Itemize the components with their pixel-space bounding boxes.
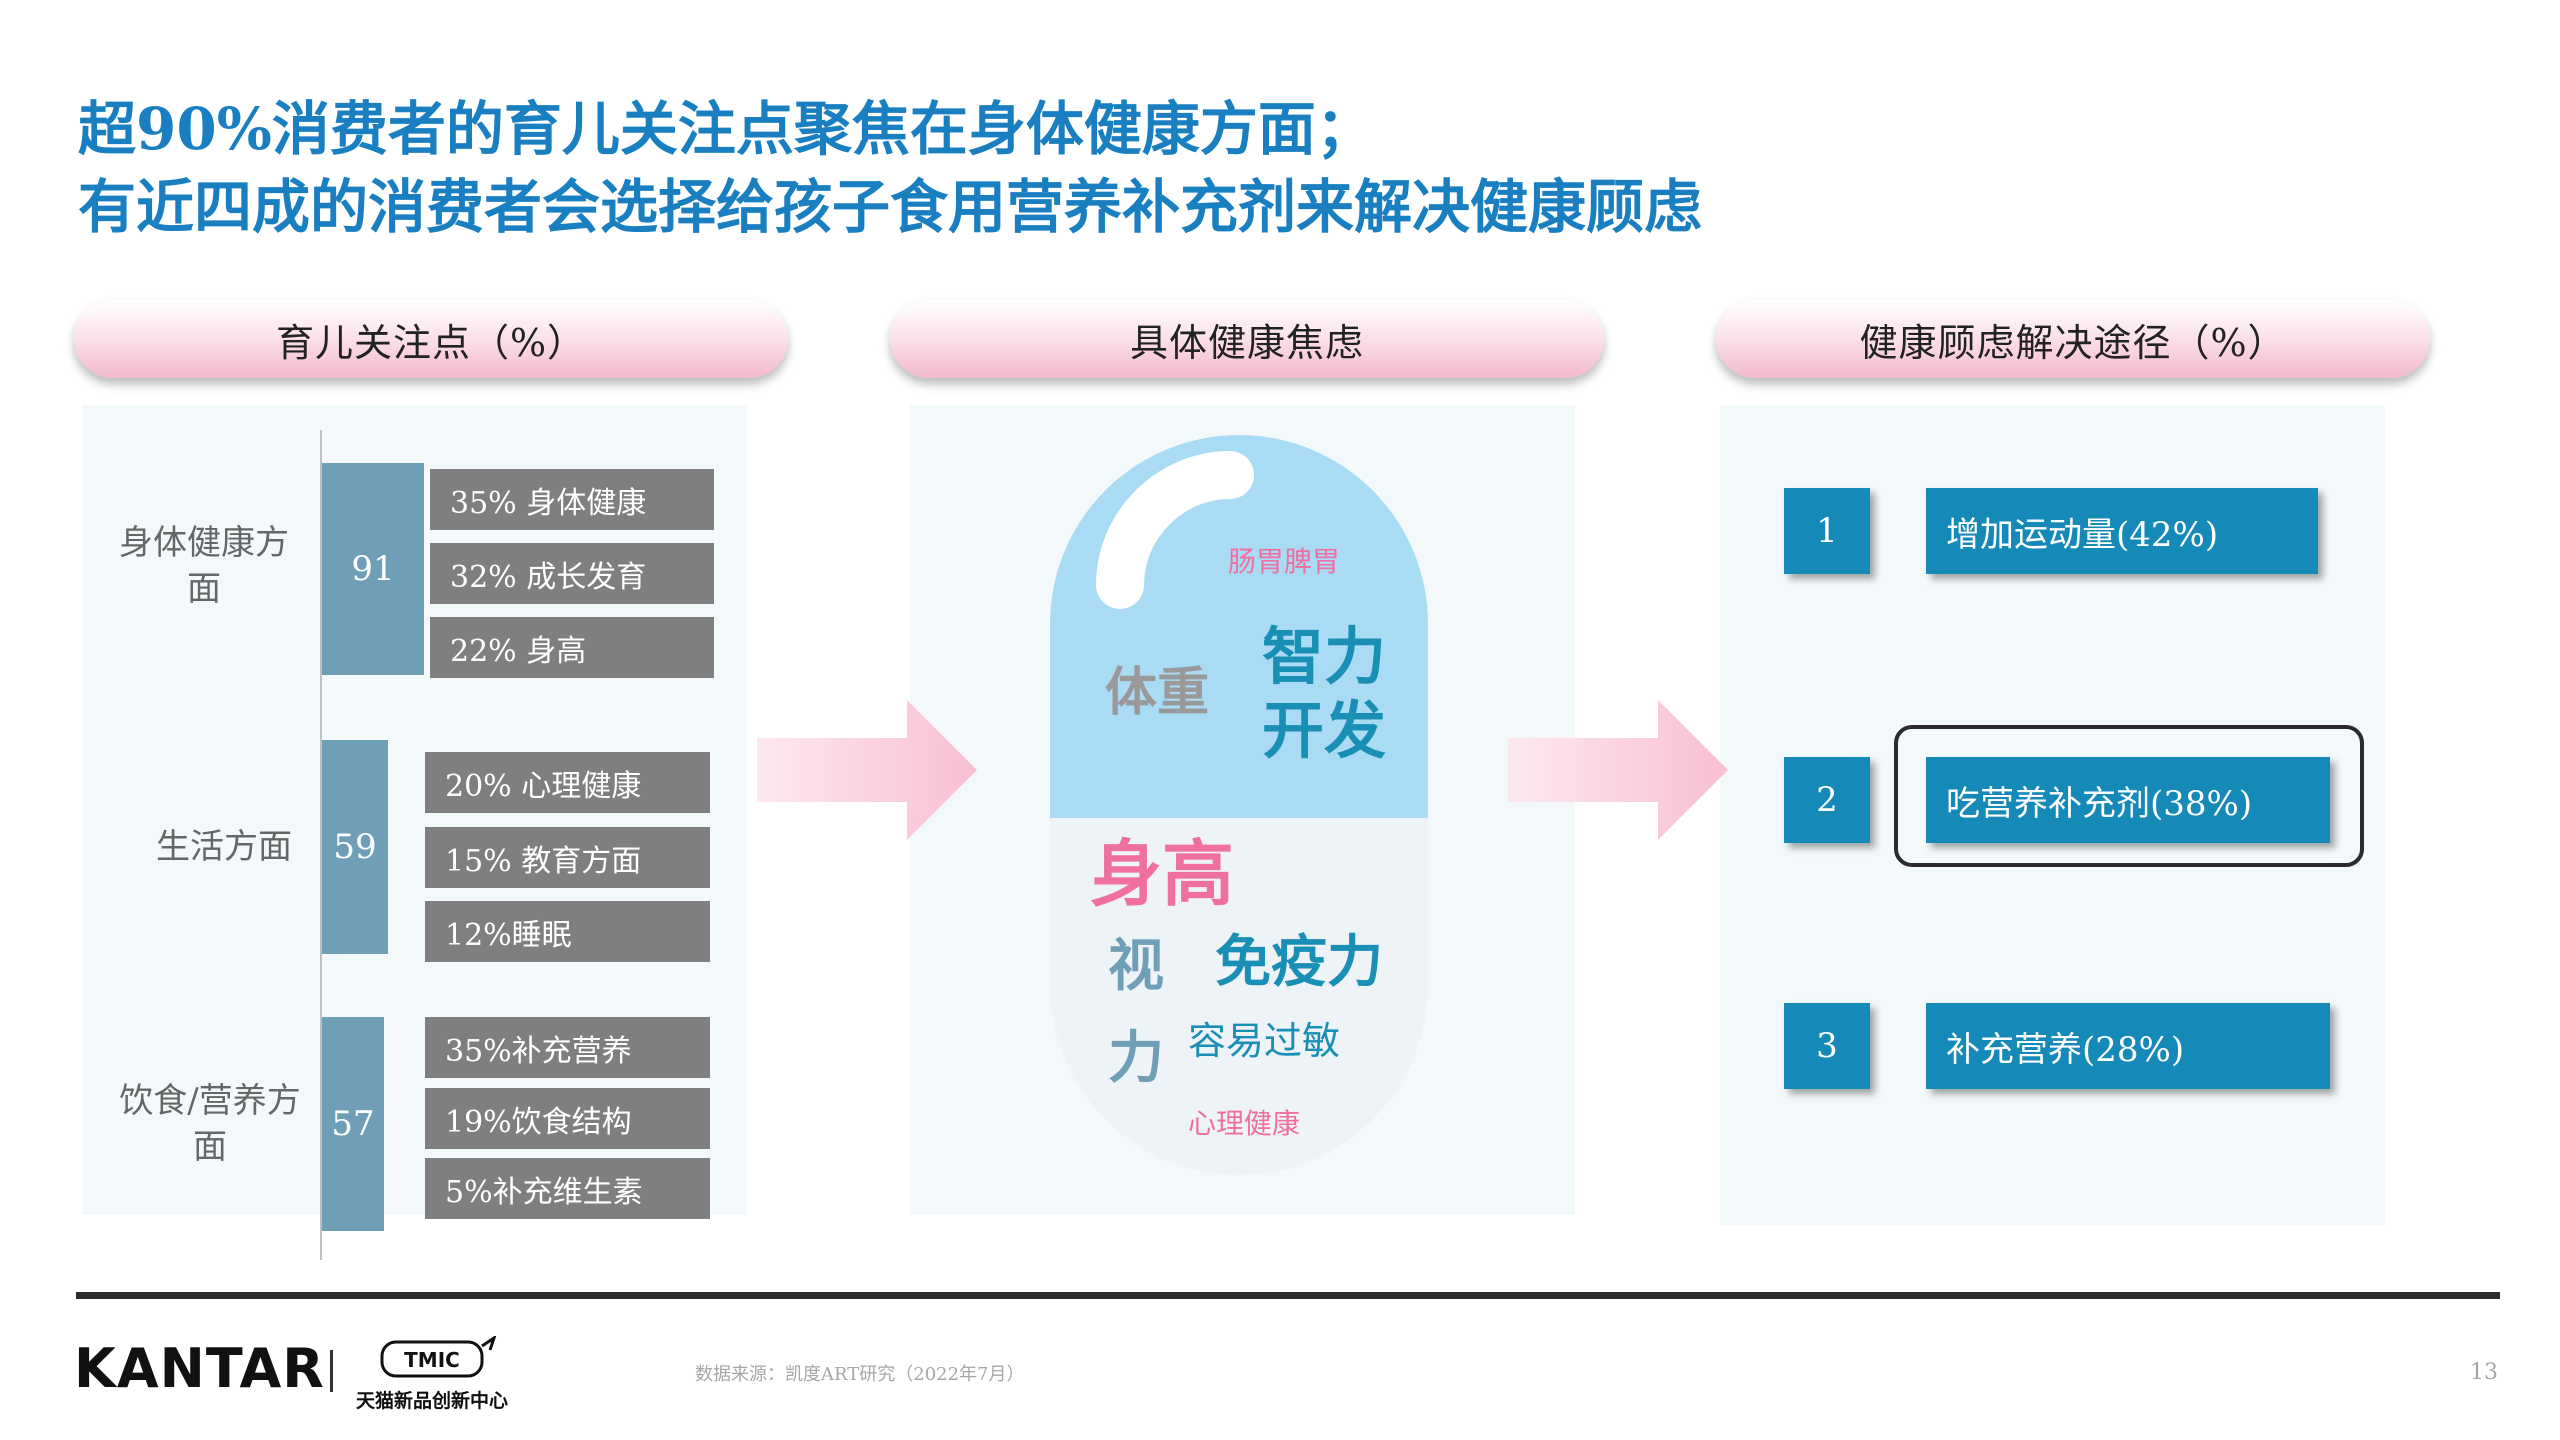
header-anxieties-label: 具体健康焦虑 bbox=[1129, 320, 1364, 365]
anxiety-weight: 体重 bbox=[1105, 662, 1210, 723]
title-line-2: 有近四成的消费者会选择给孩子食用营养补充剂来解决健康顾虑 bbox=[78, 173, 1703, 241]
data-source: 数据来源：凯度ART研究（2022年7月） bbox=[695, 1364, 1025, 1385]
tmic-caption: 天猫新品创新中心 bbox=[356, 1390, 509, 1412]
capsule-pill bbox=[1050, 435, 1428, 1175]
anxiety-intelligence: 智力开发 bbox=[1262, 620, 1387, 767]
anxiety-mental: 心理健康 bbox=[1188, 1107, 1301, 1140]
header-solutions-label: 健康顾虑解决途径（%） bbox=[1859, 320, 2287, 365]
arrow-right-icon bbox=[757, 700, 977, 840]
solution-number: 1 bbox=[1784, 488, 1870, 574]
concern-item: 19%饮食结构 bbox=[425, 1088, 710, 1149]
anxiety-immunity: 免疫力 bbox=[1215, 929, 1383, 995]
category-value: 59 bbox=[333, 827, 377, 867]
solution-number-text: 2 bbox=[1816, 780, 1838, 820]
header-solutions: 健康顾虑解决途径（%） bbox=[1716, 300, 2430, 378]
arrow-right-icon bbox=[1508, 700, 1728, 840]
solution-number: 2 bbox=[1784, 757, 1870, 843]
header-concerns-label: 育儿关注点（%） bbox=[275, 320, 587, 365]
concern-item: 5%补充维生素 bbox=[425, 1158, 710, 1219]
concern-item: 35%补充营养 bbox=[425, 1017, 710, 1078]
tmic-logo: TMIC 天猫新品创新中心 bbox=[356, 1336, 509, 1412]
anxiety-vision: 视力 bbox=[1108, 933, 1164, 1091]
solution-item: 补充营养(28%) bbox=[1926, 1003, 2330, 1089]
solution-number-text: 3 bbox=[1816, 1026, 1838, 1066]
category-label: 身体健康方面 bbox=[119, 523, 289, 609]
header-anxieties: 具体健康焦虑 bbox=[890, 300, 1604, 378]
page-number: 13 bbox=[2470, 1360, 2498, 1385]
solution-item: 增加运动量(42%) bbox=[1926, 488, 2318, 574]
footer-rule bbox=[76, 1292, 2500, 1299]
concern-item: 15% 教育方面 bbox=[425, 827, 710, 888]
header-concerns: 育儿关注点（%） bbox=[74, 300, 788, 378]
concern-item: 35% 身体健康 bbox=[430, 469, 714, 530]
category-value: 57 bbox=[331, 1104, 375, 1144]
anxiety-gut: 肠胃脾胃 bbox=[1228, 545, 1341, 578]
kantar-logo: KANTAR bbox=[74, 1337, 325, 1400]
category-value-bar: 57 bbox=[322, 1017, 384, 1231]
concern-item: 22% 身高 bbox=[430, 617, 714, 678]
concern-item: 32% 成长发育 bbox=[430, 543, 714, 604]
category-value-bar: 91 bbox=[322, 463, 424, 675]
anxiety-height: 身高 bbox=[1090, 831, 1235, 916]
anxiety-allergy: 容易过敏 bbox=[1188, 1019, 1341, 1063]
tmic-logo-text: TMIC bbox=[404, 1348, 460, 1372]
highlight-frame bbox=[1894, 725, 2364, 867]
category-value-bar: 59 bbox=[322, 740, 388, 954]
category-value: 91 bbox=[351, 549, 395, 589]
logo-divider bbox=[330, 1350, 333, 1392]
title-line-1: 超90%消费者的育儿关注点聚焦在身体健康方面； bbox=[78, 95, 1374, 163]
solution-number: 3 bbox=[1784, 1003, 1870, 1089]
concerns-axis-line bbox=[320, 430, 322, 1260]
solution-item-highlighted: 吃营养补充剂(38%) bbox=[1926, 757, 2330, 843]
category-label: 生活方面 bbox=[156, 827, 292, 867]
concern-item: 20% 心理健康 bbox=[425, 752, 710, 813]
category-label: 饮食/营养方面 bbox=[119, 1081, 301, 1167]
solution-number-text: 1 bbox=[1816, 511, 1838, 551]
concern-item: 12%睡眠 bbox=[425, 901, 710, 962]
